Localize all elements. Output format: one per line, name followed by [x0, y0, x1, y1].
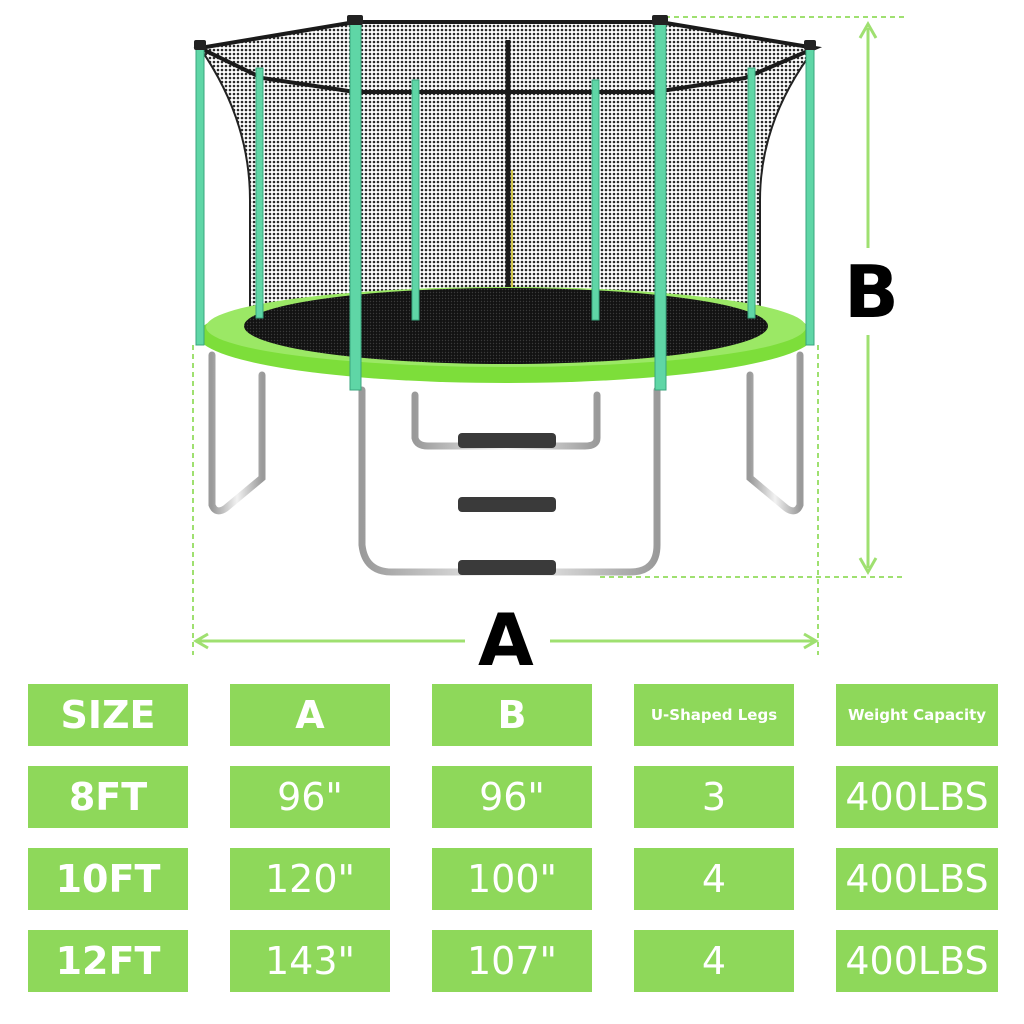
enclosure-poles: [195, 19, 815, 391]
header-weight-capacity: Weight Capacity: [836, 684, 998, 746]
row-legs-cell: 3: [634, 766, 794, 828]
jumping-mat: [244, 288, 768, 364]
row-a-cell: 120": [230, 848, 390, 910]
row-b-cell: 107": [432, 930, 592, 992]
row-size-cell: 10FT: [28, 848, 188, 910]
row-size-cell: 8FT: [28, 766, 188, 828]
row-a-cell: 143": [230, 930, 390, 992]
row-b-cell: 96": [432, 766, 592, 828]
dimension-a-label: A: [478, 598, 534, 682]
dimension-b-label: B: [844, 250, 899, 334]
row-size-cell: 12FT: [28, 930, 188, 992]
dimension-b-arrow: [858, 20, 878, 576]
header-b: B: [432, 684, 592, 746]
trampoline-drawing: [192, 15, 905, 655]
row-a-cell: 96": [230, 766, 390, 828]
header-u-shaped-legs: U-Shaped Legs: [634, 684, 794, 746]
row-legs-cell: 4: [634, 930, 794, 992]
row-weight-cell: 400LBS: [836, 848, 998, 910]
dimension-guides: [192, 16, 905, 655]
row-weight-cell: 400LBS: [836, 930, 998, 992]
u-shaped-legs: [208, 351, 804, 576]
header-size: SIZE: [28, 684, 188, 746]
row-legs-cell: 4: [634, 848, 794, 910]
row-weight-cell: 400LBS: [836, 766, 998, 828]
ladder: [458, 395, 556, 612]
dimension-a-arrow: [193, 632, 819, 650]
header-a: A: [230, 684, 390, 746]
row-b-cell: 100": [432, 848, 592, 910]
trampoline-illustration: B A: [192, 15, 905, 682]
